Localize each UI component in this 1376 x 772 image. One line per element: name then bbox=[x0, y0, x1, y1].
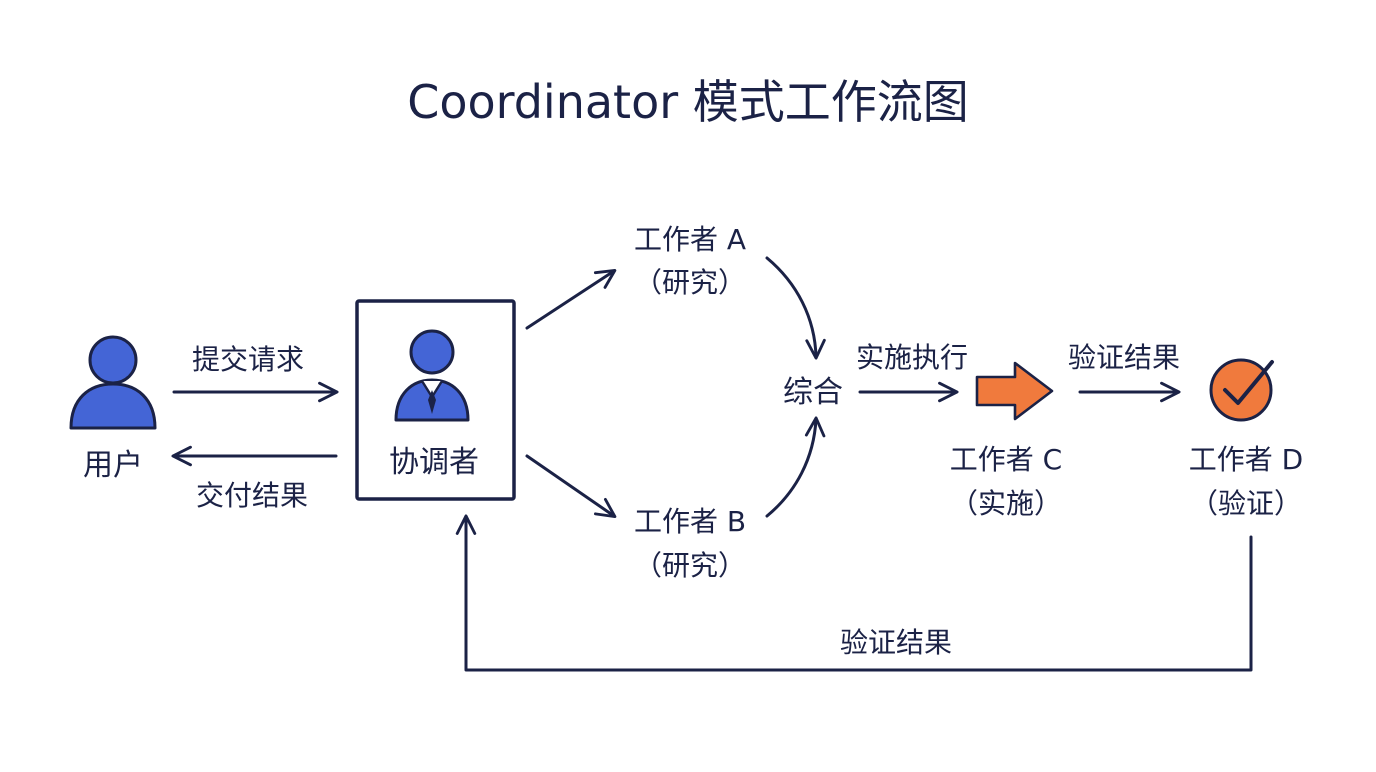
worker-d-node: 工作者 D （验证） bbox=[1189, 358, 1303, 520]
worker-b-role: （研究） bbox=[634, 549, 746, 582]
edge-label-submit-request: 提交请求 bbox=[192, 343, 304, 376]
user-label: 用户 bbox=[83, 448, 143, 483]
edge-label-implement: 实施执行 bbox=[856, 341, 968, 374]
edge-worker-b-to-synthesize bbox=[765, 416, 826, 518]
edge-deliver-result: 交付结果 bbox=[171, 445, 338, 512]
edge-feedback-verify: 验证结果 bbox=[455, 514, 1253, 672]
businessman-icon bbox=[394, 329, 470, 422]
edge-label-deliver-result: 交付结果 bbox=[196, 479, 308, 512]
coordinator-label: 协调者 bbox=[389, 445, 479, 480]
worker-a-node: 工作者 A （研究） bbox=[634, 223, 746, 299]
user-node: 用户 bbox=[69, 335, 157, 483]
edge-submit-request: 提交请求 bbox=[172, 343, 339, 403]
worker-d-role: （验证） bbox=[1190, 487, 1302, 520]
user-icon bbox=[69, 335, 157, 430]
worker-c-name: 工作者 C bbox=[950, 443, 1062, 476]
edge-coordinator-to-worker-a bbox=[525, 268, 617, 330]
worker-a-name: 工作者 A bbox=[634, 223, 746, 256]
worker-c-node: 工作者 C （实施） bbox=[950, 361, 1062, 520]
arrow-right-icon bbox=[975, 361, 1054, 421]
edge-verify-result: 验证结果 bbox=[1068, 341, 1181, 403]
diagram-title: Coordinator 模式工作流图 bbox=[407, 75, 969, 129]
worker-b-node: 工作者 B （研究） bbox=[634, 505, 746, 582]
edge-worker-a-to-synthesize bbox=[765, 256, 826, 360]
edge-label-verify-result: 验证结果 bbox=[1068, 341, 1180, 374]
coordinator-node: 协调者 bbox=[355, 299, 516, 501]
edge-implement: 实施执行 bbox=[856, 341, 968, 403]
worker-c-role: （实施） bbox=[950, 487, 1062, 520]
worker-d-name: 工作者 D bbox=[1189, 443, 1303, 476]
check-circle-icon bbox=[1209, 358, 1274, 422]
edge-coordinator-to-worker-b bbox=[525, 454, 617, 519]
worker-b-name: 工作者 B bbox=[634, 505, 746, 538]
worker-a-role: （研究） bbox=[634, 266, 746, 299]
edge-label-feedback-verify: 验证结果 bbox=[840, 626, 952, 659]
synthesize-node: 综合 bbox=[783, 375, 843, 410]
